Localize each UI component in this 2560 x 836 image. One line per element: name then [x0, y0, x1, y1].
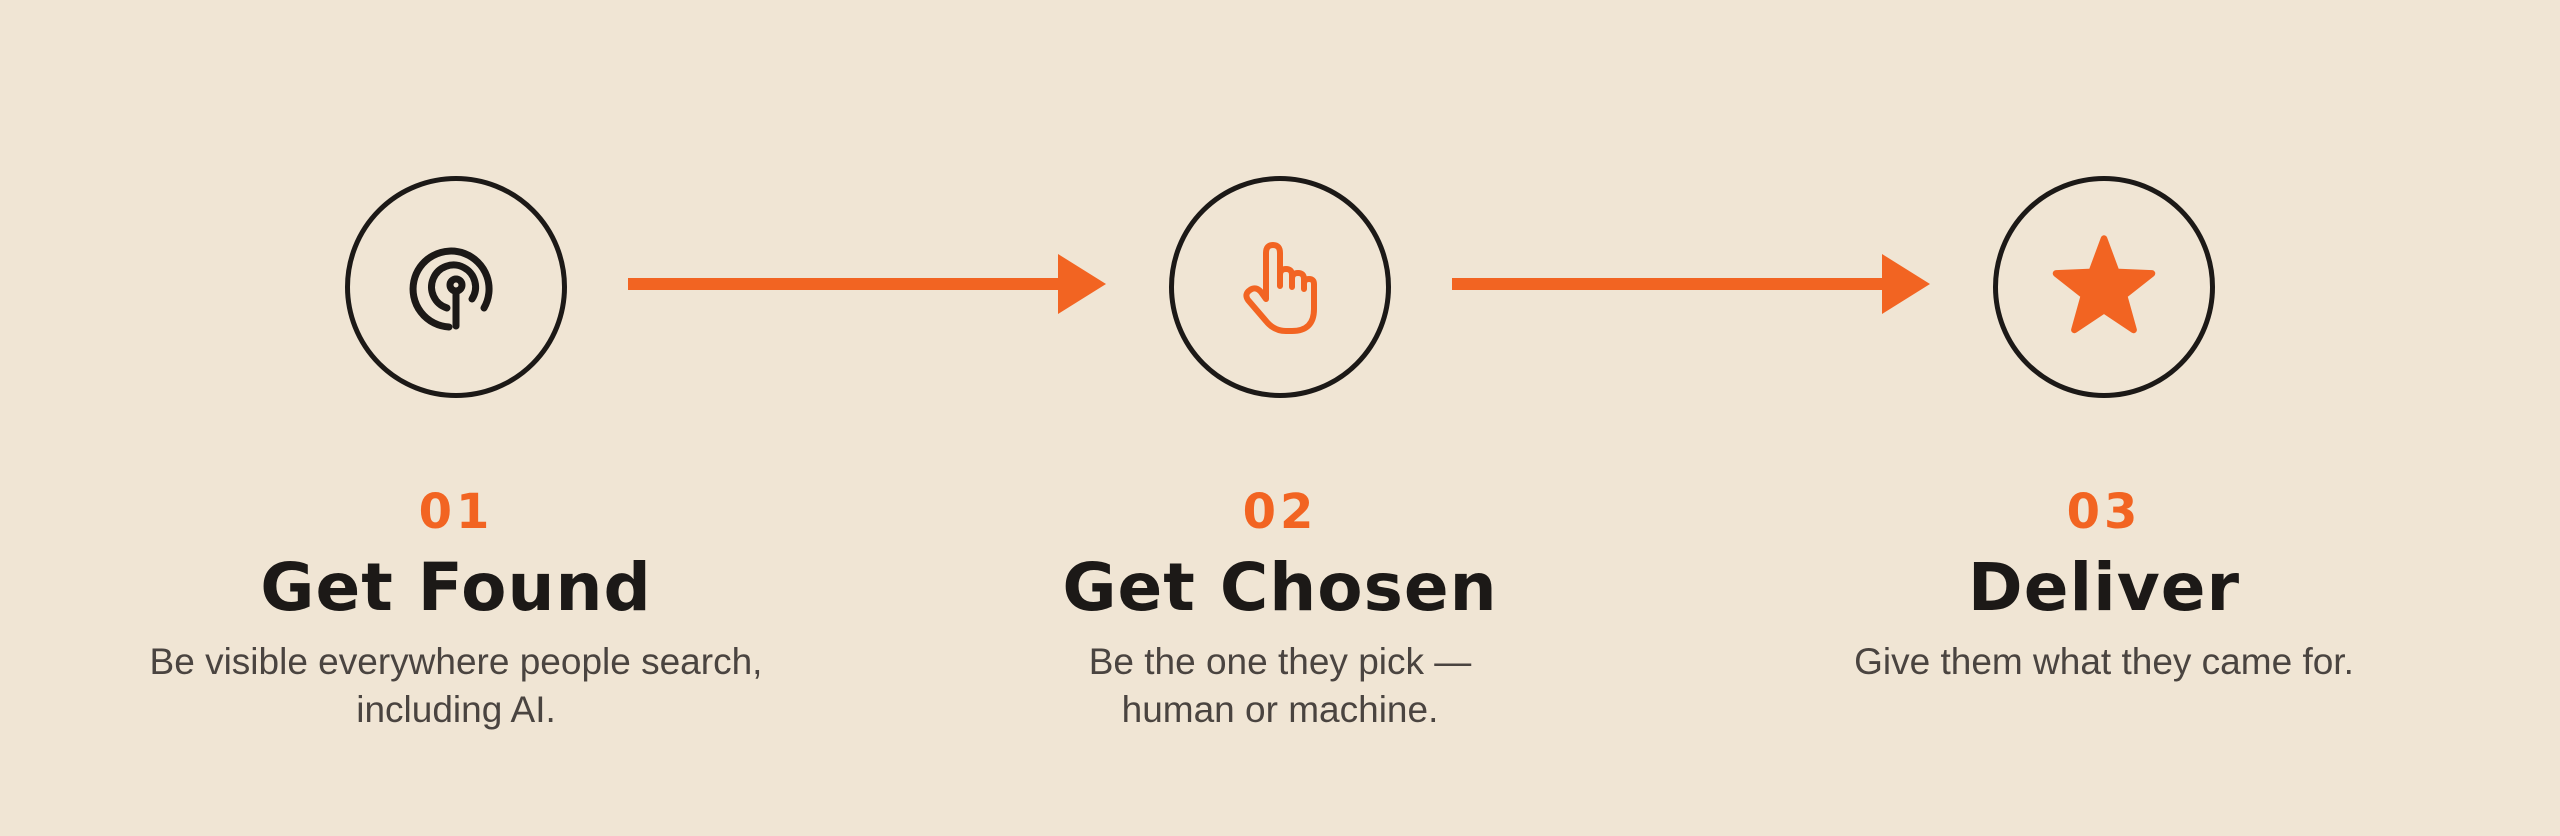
step-get-found: 01 Get Found Be visible everywhere peopl… [76, 0, 836, 836]
arrow-right-icon [1452, 254, 1930, 314]
step-description: Be visible everywhere people search, inc… [76, 638, 836, 734]
step-description-line: including AI. [356, 689, 556, 730]
step-description: Be the one they pick — human or machine. [900, 638, 1660, 734]
arrow-right-icon [628, 254, 1106, 314]
step-get-chosen: 02 Get Chosen Be the one they pick — hum… [900, 0, 1660, 836]
step-icon-circle [1993, 176, 2215, 398]
step-number: 02 [1242, 484, 1318, 540]
step-description-line: human or machine. [1121, 689, 1439, 730]
step-number: 03 [2066, 484, 2142, 540]
step-icon-circle [345, 176, 567, 398]
step-description-line: Give them what they came for. [1854, 641, 2354, 682]
step-number: 01 [418, 484, 494, 540]
step-title: Get Chosen [1062, 549, 1498, 626]
step-description-line: Be visible everywhere people search, [149, 641, 763, 682]
step-description-line: Be the one they pick — [1088, 641, 1472, 682]
step-title: Deliver [1967, 549, 2241, 626]
step-description: Give them what they came for. [1724, 638, 2484, 686]
step-title: Get Found [260, 549, 652, 626]
broadcast-signal-icon [409, 247, 493, 331]
step-deliver: 03 Deliver Give them what they came for. [1724, 0, 2484, 836]
pointing-hand-icon [1243, 242, 1317, 334]
star-icon [2052, 235, 2156, 334]
step-icon-circle [1169, 176, 1391, 398]
